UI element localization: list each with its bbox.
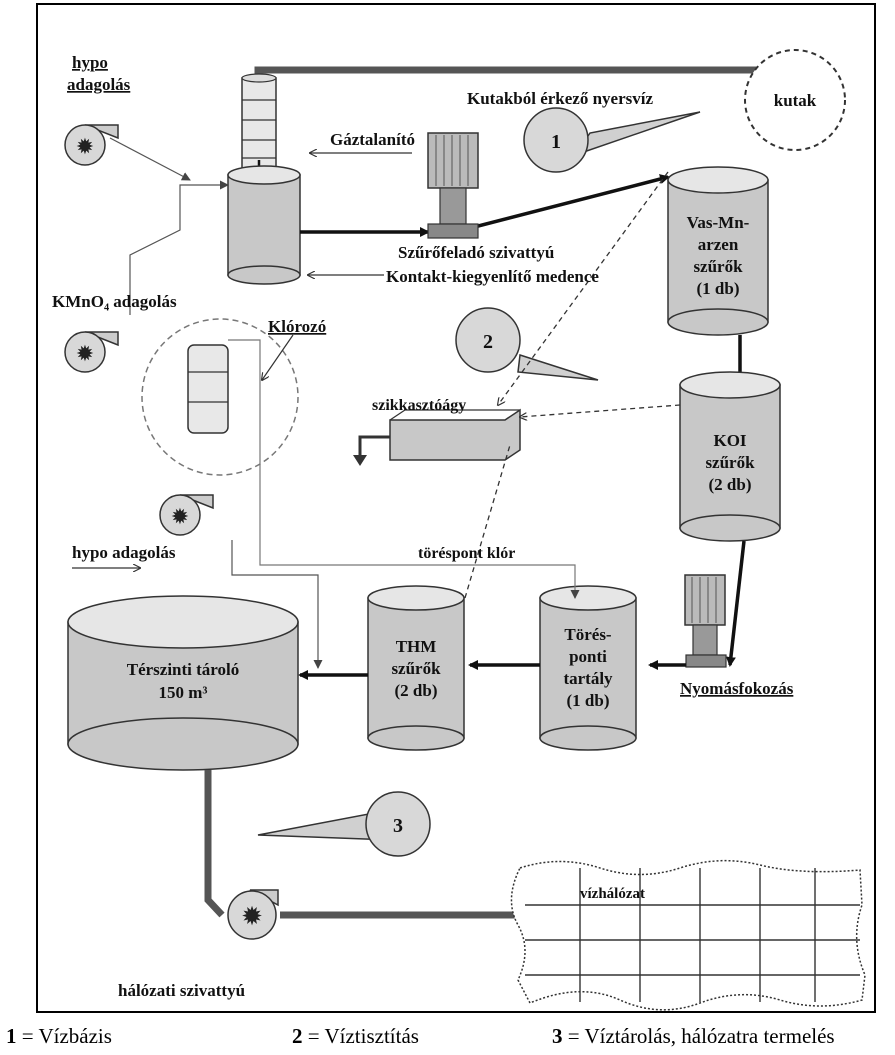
hypo-pump-mid: ✹ xyxy=(159,494,214,536)
hypo-top-label-1: hypo xyxy=(72,53,108,72)
feed-pump-label: Szűrőfeladó szivattyú xyxy=(398,243,554,262)
feed-pipe-2 xyxy=(454,174,670,234)
breakpoint-tank-label-2: ponti xyxy=(569,647,607,666)
pressure-pump xyxy=(684,574,727,668)
legend-item-2-text: = Víztisztítás xyxy=(302,1024,419,1048)
backwash-line-1 xyxy=(498,171,669,405)
hypo-pump-top: ✹ xyxy=(64,124,119,166)
hypo-top-label-2: adagolás xyxy=(67,75,131,94)
backwash-line-3 xyxy=(464,444,511,599)
koi-filter-tank xyxy=(679,371,781,542)
koi-to-pump-pipe xyxy=(725,540,746,667)
iron-filter-tank xyxy=(667,166,769,336)
sludge-bed-label: szikkasztóágy xyxy=(372,397,466,414)
thm-filter-tank xyxy=(367,585,465,751)
callout-1-number: 1 xyxy=(551,131,561,153)
callout-1: 1 xyxy=(523,107,701,173)
network-label: vízhálózat xyxy=(580,886,645,902)
hypo-mid-label: hypo adagolás xyxy=(72,543,176,562)
chlorinator-label: Klórozó xyxy=(268,317,326,336)
chlorine-line xyxy=(228,339,580,599)
feed-pump xyxy=(427,132,479,239)
iron-filter-label-2: arzen xyxy=(698,235,739,254)
callout-3-number: 3 xyxy=(393,815,403,837)
reservoir-tank xyxy=(67,595,299,771)
degasser-label: Gáztalanító xyxy=(330,130,415,149)
svg-text:✹: ✹ xyxy=(171,505,189,530)
legend-item-3-text: = Víztárolás, hálózatra termelés xyxy=(562,1024,835,1048)
iron-filter-label-3: szűrők xyxy=(693,257,743,276)
thm-filter-label-3: (2 db) xyxy=(395,681,438,700)
legend-item-3: 3 = Víztárolás, hálózatra termelés xyxy=(552,1024,835,1049)
callout-2: 2 xyxy=(455,307,599,381)
reservoir-label-2: 150 m³ xyxy=(158,683,207,702)
kmno4-line xyxy=(129,180,229,315)
svg-text:✹: ✹ xyxy=(76,342,94,367)
legend-item-1: 1 = Vízbázis xyxy=(6,1024,112,1049)
reservoir-label-1: Térszinti tároló xyxy=(127,660,240,679)
diagram-frame xyxy=(36,3,876,1013)
contact-tank xyxy=(227,165,301,285)
breakpoint-tank xyxy=(539,585,637,751)
iron-filter-label-4: (1 db) xyxy=(697,279,740,298)
legend-item-1-text: = Vízbázis xyxy=(16,1024,112,1048)
breakpoint-tank-label-4: (1 db) xyxy=(567,691,610,710)
legend-item-2: 2 = Víztisztítás xyxy=(292,1024,419,1049)
breakpoint-tank-label-1: Törés- xyxy=(564,625,612,644)
backwash-line-2 xyxy=(520,404,681,417)
degasser-column xyxy=(241,73,277,190)
hypo-mid-line xyxy=(231,540,323,669)
contact-tank-label: Kontakt-kiegyenlítő medence xyxy=(386,267,599,286)
wells-symbol xyxy=(744,49,846,151)
network-pipe xyxy=(204,770,225,918)
hypo-top-line xyxy=(109,137,191,181)
svg-text:✹: ✹ xyxy=(76,135,94,160)
callout-2-number: 2 xyxy=(483,331,493,353)
kmno4-label: KMnO₄ adagolás xyxy=(52,292,177,311)
callout-3: 3 xyxy=(257,791,431,857)
koi-filter-label-1: KOI xyxy=(713,431,746,450)
breakpoint-chlorine-label: töréspont klór xyxy=(418,545,515,562)
kmno4-pump: ✹ xyxy=(64,331,119,373)
koi-filter-label-2: szűrők xyxy=(705,453,755,472)
chlorinator-pointer xyxy=(262,334,294,380)
legend-item-3-number: 3 xyxy=(552,1024,563,1048)
wells-label: kutak xyxy=(774,91,817,110)
network-pump: ✹ xyxy=(227,889,279,940)
legend-item-1-number: 1 xyxy=(6,1024,17,1048)
chlorinator-boundary xyxy=(141,318,299,476)
raw-water-label: Kutakból érkező nyersvíz xyxy=(467,89,653,108)
network-pump-label: hálózati szivattyú xyxy=(118,981,245,1000)
thm-filter-label-2: szűrők xyxy=(391,659,441,678)
iron-filter-label-1: Vas-Mn- xyxy=(687,213,750,232)
koi-filter-label-3: (2 db) xyxy=(709,475,752,494)
thm-filter-label-1: THM xyxy=(396,637,437,656)
pressure-boost-label: Nyomásfokozás xyxy=(680,679,794,698)
sludge-bed xyxy=(353,408,521,466)
legend-item-2-number: 2 xyxy=(292,1024,303,1048)
svg-text:✹: ✹ xyxy=(241,902,263,932)
water-network-grid xyxy=(510,859,866,1011)
chlorinator-cylinder xyxy=(187,344,229,434)
breakpoint-tank-label-3: tartály xyxy=(563,669,613,688)
